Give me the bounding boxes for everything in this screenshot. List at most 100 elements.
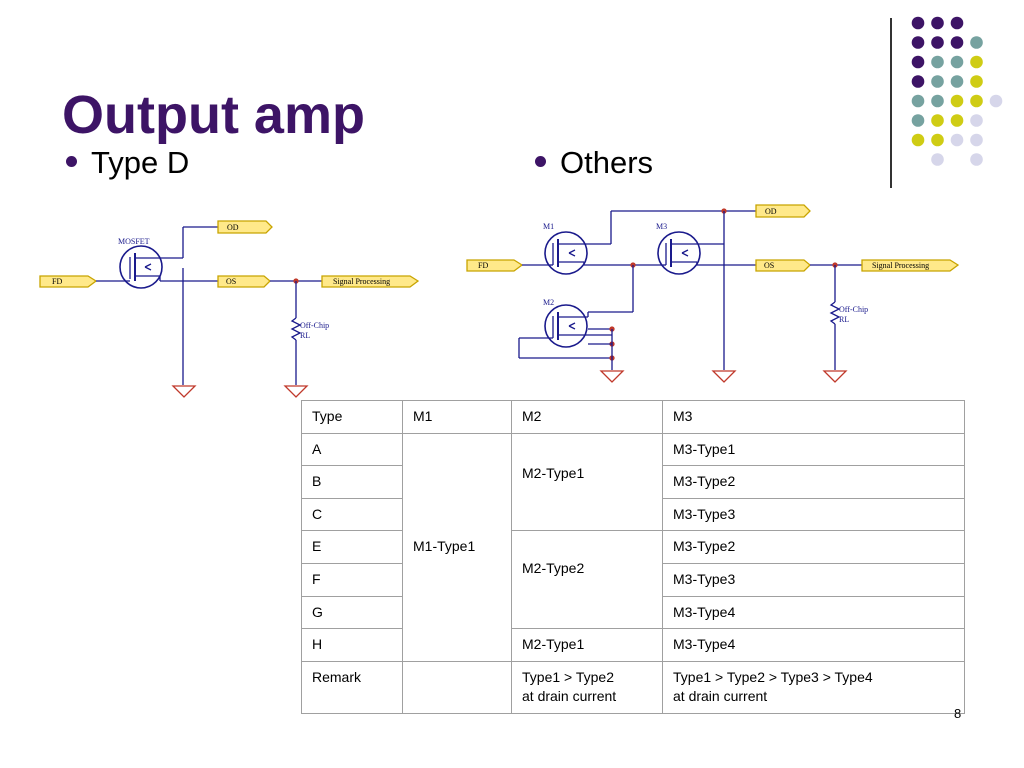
ground-icon — [711, 370, 737, 383]
cell-remark-m3: Type1 > Type2 > Type3 > Type4 at drain cu… — [662, 660, 965, 714]
decorative-dot — [950, 16, 964, 30]
diagram-type-d — [39, 220, 420, 398]
ground-icon — [822, 370, 848, 383]
decorative-dot — [950, 75, 964, 88]
cell-m3: M3-Type4 — [662, 628, 965, 662]
cell-type: E — [301, 530, 403, 564]
m1-transistor — [544, 231, 588, 275]
decorative-dot — [931, 75, 944, 88]
decorative-dot — [970, 114, 983, 127]
decorative-dot — [911, 94, 925, 108]
decorative-dot — [911, 55, 925, 69]
cell-type: F — [301, 562, 403, 597]
cell-type: H — [301, 628, 403, 662]
bullet-text: Others — [560, 145, 654, 180]
cell-type: C — [301, 497, 403, 532]
bullet-others: Others — [535, 147, 653, 178]
table-row: B M3-Type2 — [301, 465, 965, 499]
slide-title: Output amp — [62, 85, 365, 145]
decorative-dot — [931, 16, 944, 30]
bullet-dot-icon — [535, 156, 546, 168]
cell-m2: M2-Type1 — [511, 628, 663, 662]
decorative-dot — [931, 114, 944, 127]
bullet-type-d: Type D — [66, 147, 189, 178]
port-od — [217, 220, 273, 234]
m3-transistor — [657, 231, 701, 275]
port-fd-label: FD — [52, 277, 62, 286]
port-fd-label: FD — [478, 261, 488, 270]
cell-m3: M3-Type1 — [662, 432, 965, 467]
decorative-dot — [989, 94, 1003, 108]
remark-m2-line2: at drain current — [522, 688, 617, 705]
port-fd — [466, 259, 524, 272]
diagram-others — [466, 204, 960, 383]
decorative-dot — [970, 94, 983, 108]
port-od-label: OD — [765, 207, 777, 216]
cell-m2-group1: M2-Type1 — [511, 432, 663, 532]
m2-label: M2 — [543, 298, 554, 307]
resistor-label: Off-Chip — [300, 321, 329, 330]
m2-transistor — [544, 304, 588, 348]
cell-type: B — [301, 465, 403, 499]
table-row: E M2-Type2 M3-Type2 — [301, 530, 965, 630]
ground-icon — [283, 385, 309, 398]
port-fd — [39, 275, 98, 288]
type-table: Type M1 M2 M3 A M1-Type1 M2-Type1 M3-Typ… — [301, 400, 965, 714]
decorative-dot — [911, 36, 925, 49]
decorative-dot — [970, 55, 983, 69]
port-od — [755, 204, 811, 218]
port-signal-processing — [861, 259, 960, 272]
table-row: F M3-Type3 — [301, 562, 965, 597]
port-os — [755, 259, 811, 272]
port-os — [217, 275, 271, 288]
decorative-dot — [950, 94, 964, 108]
bullet-text: Type D — [91, 145, 190, 180]
decorative-dot — [950, 36, 964, 49]
cell-m3: M3-Type4 — [662, 595, 965, 630]
header-m3: M3 — [662, 400, 965, 434]
bullet-dot-icon — [66, 156, 77, 168]
ground-icon — [171, 385, 197, 398]
decorative-dot — [911, 133, 925, 147]
port-signal-label: Signal Processing — [333, 277, 390, 286]
decorative-dot — [970, 153, 983, 166]
table-row: H M2-Type1 M3-Type4 — [301, 628, 965, 662]
remark-m3-line2: at drain current — [673, 688, 768, 705]
port-os-label: OS — [764, 261, 774, 270]
decorative-dot — [950, 133, 964, 147]
remark-m3-line1: Type1 > Type2 > Type3 > Type4 — [673, 668, 873, 685]
port-signal-label: Signal Processing — [872, 261, 929, 270]
table-row: A M1-Type1 M2-Type1 M3-Type1 — [301, 432, 965, 662]
decorative-dot — [911, 75, 925, 88]
decorative-dot — [970, 36, 983, 49]
resistor-label-rl: RL — [839, 315, 849, 324]
decorative-dot — [970, 75, 983, 88]
header-type: Type — [301, 400, 403, 434]
ground-icon — [599, 370, 625, 383]
cell-remark-m1 — [402, 660, 512, 714]
header-m2: M2 — [511, 400, 663, 434]
remark-m2-line1: Type1 > Type2 — [522, 668, 614, 685]
decorative-dot — [970, 133, 983, 147]
cell-m1-merged: M1-Type1 — [402, 432, 512, 662]
circuit-diagrams: MOSFET FD OD OS Signal Processing Off-Ch… — [39, 204, 960, 398]
decorative-dot — [911, 16, 925, 30]
cell-type: A — [301, 432, 403, 467]
cell-remark-m2: Type1 > Type2 at drain current — [511, 660, 663, 714]
port-os-label: OS — [226, 277, 236, 286]
cell-m3: M3-Type3 — [662, 497, 965, 532]
decorative-dot — [931, 133, 944, 147]
m3-label: M3 — [656, 222, 667, 231]
mosfet-label: MOSFET — [118, 237, 150, 246]
cell-type: G — [301, 595, 403, 630]
cell-m3: M3-Type2 — [662, 530, 965, 564]
decorative-dot — [911, 114, 925, 127]
cell-remark-label: Remark — [301, 660, 403, 714]
decorative-dot-grid — [911, 16, 1003, 166]
resistor-label: Off-Chip — [839, 305, 868, 314]
decorative-dot — [931, 55, 944, 69]
decorative-dot — [931, 153, 944, 166]
cell-m3: M3-Type2 — [662, 465, 965, 499]
decorative-dot — [931, 36, 944, 49]
port-od-label: OD — [227, 223, 239, 232]
